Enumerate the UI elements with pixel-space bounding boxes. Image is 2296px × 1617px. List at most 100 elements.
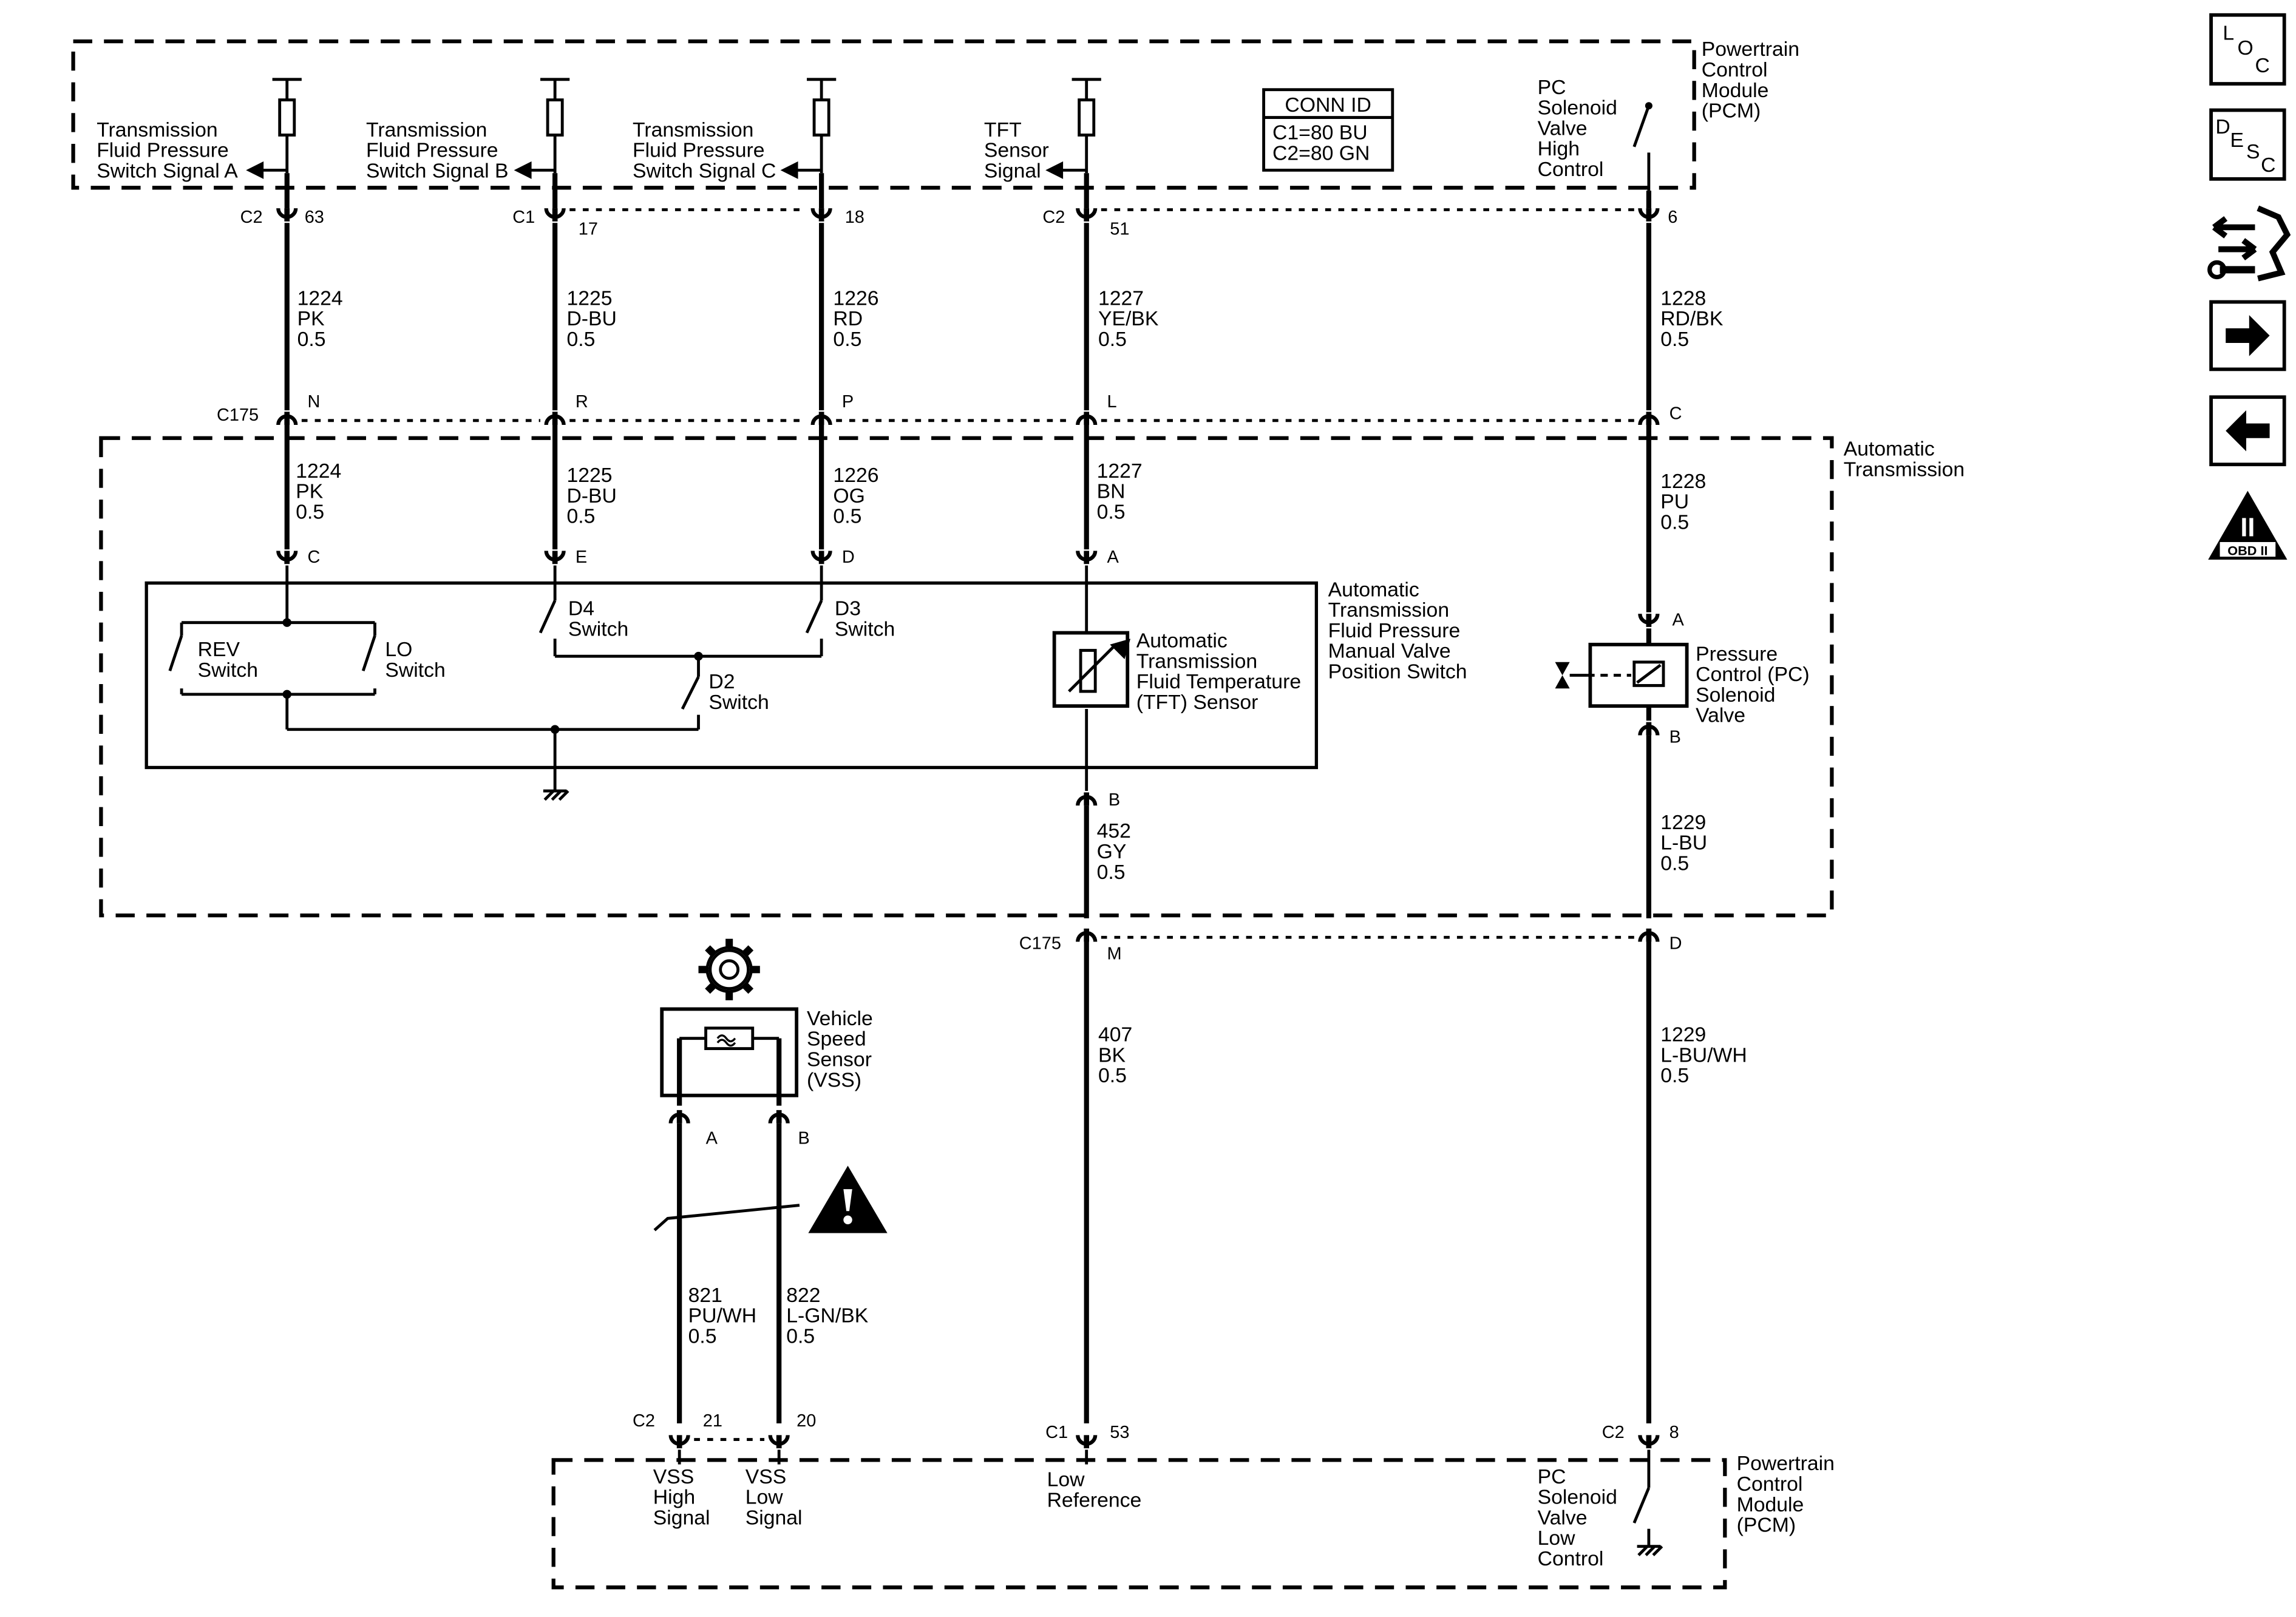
svg-text:0.5: 0.5 [833,328,861,351]
svg-text:822: 822 [786,1284,820,1307]
svg-text:Powertrain: Powertrain [1702,38,1799,61]
tft-sensor-symbol [1052,631,1131,708]
svg-text:B: B [1669,727,1681,747]
svg-text:Fluid Pressure: Fluid Pressure [1328,619,1461,642]
svg-text:63: 63 [305,208,324,227]
svg-text:PC: PC [1538,1465,1566,1488]
svg-text:P: P [842,392,854,412]
svg-text:51: 51 [1110,220,1129,239]
pcm-bottom-box [551,1458,1727,1590]
svg-text:Sensor: Sensor [984,139,1049,162]
svg-text:N: N [308,392,321,412]
svg-text:Control: Control [1702,58,1768,81]
previous-arrow-button[interactable] [2209,395,2286,467]
svg-text:452: 452 [1097,819,1131,842]
svg-text:0.5: 0.5 [566,328,595,351]
svg-text:S: S [2246,140,2260,163]
svg-text:0.5: 0.5 [1097,500,1126,523]
svg-text:Transmission: Transmission [366,118,487,141]
svg-text:A: A [1107,547,1119,567]
c175-connector-upper: C175 N R P L C [217,392,1682,425]
svg-text:Low: Low [1047,1468,1085,1491]
svg-text:1229: 1229 [1660,811,1706,834]
svg-text:GY: GY [1097,840,1127,863]
svg-text:0.5: 0.5 [1660,852,1689,875]
svg-text:Vehicle: Vehicle [807,1007,873,1030]
svg-text:L-GN/BK: L-GN/BK [786,1304,869,1327]
tft-sensor-signal: TFT Sensor Signal [984,78,1101,182]
svg-text:Module: Module [1737,1493,1804,1516]
svg-text:C: C [308,547,321,567]
obd-ii-icon[interactable]: II OBD II [2208,490,2288,560]
svg-text:0.5: 0.5 [688,1324,717,1348]
svg-text:407: 407 [1098,1023,1132,1046]
svg-text:A: A [706,1128,718,1148]
svg-text:C2: C2 [1602,1423,1625,1442]
desc-button[interactable]: D E S C [2209,108,2286,181]
svg-text:Solenoid: Solenoid [1696,683,1775,707]
connector-tool-icon[interactable] [2207,205,2291,282]
svg-text:C1=80 BU: C1=80 BU [1272,121,1368,144]
svg-text:Control: Control [1538,158,1604,181]
pc-valve-pin-a: A [1640,611,1684,630]
next-arrow-button[interactable] [2209,300,2286,371]
svg-text:Switch Signal A: Switch Signal A [97,159,238,182]
svg-text:Powertrain: Powertrain [1737,1452,1835,1475]
svg-text:L-BU/WH: L-BU/WH [1660,1043,1747,1066]
switch-assembly-box [144,581,1319,770]
tfps-signal-a: Transmission Fluid Pressure Switch Signa… [97,78,302,182]
svg-text:D: D [2215,115,2230,138]
svg-text:D: D [842,547,855,567]
svg-text:1225: 1225 [566,286,612,310]
vss-sensor-label: Vehicle Speed Sensor (VSS) [807,1007,873,1091]
svg-text:1227: 1227 [1097,459,1143,483]
svg-text:Automatic: Automatic [1844,438,1935,461]
svg-text:Fluid Pressure: Fluid Pressure [97,139,229,162]
svg-text:Solenoid: Solenoid [1538,1486,1617,1509]
svg-text:Valve: Valve [1538,117,1588,140]
svg-text:PK: PK [296,480,324,503]
svg-text:Position Switch: Position Switch [1328,660,1467,683]
svg-text:TFT: TFT [984,118,1022,141]
svg-text:Switch: Switch [708,691,769,714]
svg-text:PU: PU [1660,490,1689,514]
pc-solenoid-high-control: PC Solenoid Valve High Control [1538,76,1652,191]
svg-text:1224: 1224 [297,286,343,310]
svg-text:Sensor: Sensor [807,1048,872,1071]
pc-valve-pin-b: B [1640,722,1681,747]
svg-text:Switch Signal C: Switch Signal C [633,159,776,182]
svg-text:Module: Module [1702,79,1769,102]
svg-text:D-BU: D-BU [566,484,617,507]
svg-text:53: 53 [1110,1423,1129,1442]
svg-text:Switch: Switch [835,617,895,640]
svg-text:Valve: Valve [1696,704,1745,727]
svg-text:PK: PK [297,307,325,330]
svg-text:A: A [1672,611,1684,630]
svg-text:0.5: 0.5 [833,505,861,528]
svg-text:C1: C1 [512,208,535,227]
svg-text:II: II [2240,513,2255,542]
svg-text:Solenoid: Solenoid [1538,97,1617,120]
svg-text:1229: 1229 [1660,1023,1706,1046]
loc-button[interactable]: L O C [2209,13,2286,86]
svg-text:C: C [2255,54,2269,77]
svg-text:Control (PC): Control (PC) [1696,663,1810,686]
svg-text:1228: 1228 [1660,286,1706,310]
pcm-top-box [71,39,1696,190]
svg-text:Reference: Reference [1047,1489,1142,1512]
svg-text:Valve: Valve [1538,1506,1588,1529]
svg-text:Transmission: Transmission [1328,598,1449,622]
svg-text:C1: C1 [1045,1423,1068,1442]
svg-text:1226: 1226 [833,464,878,487]
svg-text:(PCM): (PCM) [1737,1514,1796,1537]
svg-text:0.5: 0.5 [1660,328,1689,351]
svg-text:18: 18 [845,208,864,227]
svg-text:1228: 1228 [1660,470,1706,493]
svg-text:Signal: Signal [746,1506,803,1529]
